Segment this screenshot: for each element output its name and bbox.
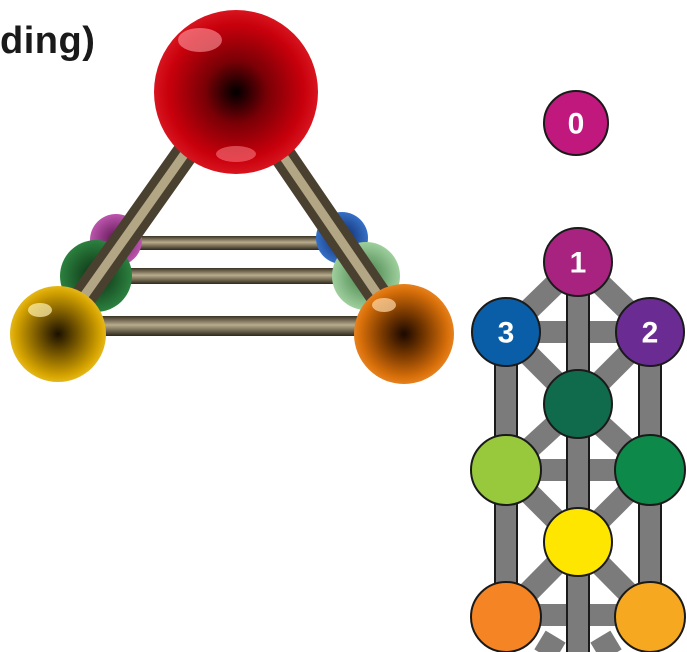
node-center-lower <box>543 507 613 577</box>
node-1: 1 <box>543 227 613 297</box>
node-1-label: 1 <box>570 247 587 280</box>
path-left-low-down <box>534 630 566 652</box>
node-center-upper <box>543 369 613 439</box>
orange-sphere-highlight <box>372 298 396 312</box>
rod-front <box>70 316 410 336</box>
node-0: 0 <box>543 90 609 156</box>
node-2-circle <box>615 297 685 367</box>
red-sphere-highlight-bottom <box>216 146 256 162</box>
red-sphere-highlight-top <box>178 28 222 52</box>
node-0-label: 0 <box>568 108 585 141</box>
node-3-label: 3 <box>498 317 515 350</box>
gold-sphere <box>10 286 106 382</box>
node-right-mid <box>614 434 686 506</box>
path-right-low-down <box>590 630 622 652</box>
gold-sphere-highlight <box>28 303 52 317</box>
tree-diagram: 0 1 3 2 <box>470 90 686 652</box>
node-0-circle <box>543 90 609 156</box>
pyramid-model <box>10 10 454 384</box>
node-left-low <box>470 581 542 652</box>
node-3-circle <box>471 297 541 367</box>
node-2-label: 2 <box>642 317 659 350</box>
node-left-mid <box>470 434 542 506</box>
node-right-low <box>614 581 686 652</box>
rod-back <box>118 236 346 250</box>
node-3: 3 <box>471 297 541 367</box>
orange-sphere <box>354 284 454 384</box>
page-title-fragment: ding) <box>0 20 96 62</box>
node-2: 2 <box>615 297 685 367</box>
rod-middle <box>96 268 366 284</box>
node-1-circle <box>543 227 613 297</box>
